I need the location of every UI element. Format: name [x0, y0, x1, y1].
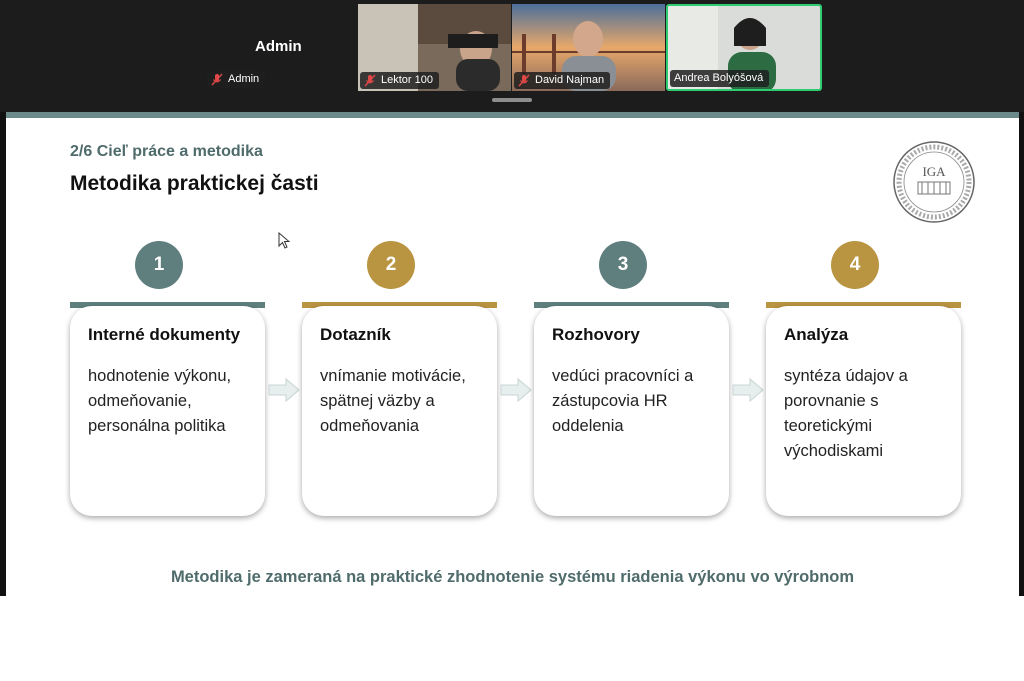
host-name: Admin	[255, 38, 302, 55]
step-title: Analýza	[784, 325, 849, 344]
participant-name: Andrea Bolyóšová	[674, 72, 764, 84]
slide-title: Metodika praktickej časti	[70, 172, 319, 195]
participant-tag-lektor: Lektor 100	[360, 72, 439, 89]
slide-footer-text: Metodika je zameraná na praktické zhodno…	[170, 568, 855, 586]
video-tile-andrea[interactable]: Andrea Bolyóšová	[666, 4, 822, 91]
step-card-4: Analýza syntéza údajov a porovnanie s te…	[766, 306, 961, 516]
step-title: Interné dokumenty	[88, 325, 241, 344]
slide-header-line	[6, 112, 1019, 118]
participant-tag-andrea: Andrea Bolyóšová	[670, 70, 770, 87]
shared-screen: 2/6 Cieľ práce a metodika Metodika prakt…	[0, 112, 1024, 596]
step-card-2: Dotazník vnímanie motivácie, spätnej väz…	[302, 306, 497, 516]
step-number-2: 2	[367, 241, 415, 289]
step-body: vnímanie motivácie, spätnej väzby a odme…	[320, 367, 466, 435]
presentation-slide: 2/6 Cieľ práce a metodika Metodika prakt…	[6, 112, 1019, 596]
step-title: Dotazník	[320, 325, 391, 344]
mic-muted-icon	[211, 73, 223, 86]
step-bar-2	[302, 302, 497, 308]
participant-name: David Najman	[535, 74, 605, 86]
participant-name: Lektor 100	[381, 74, 433, 86]
mic-muted-icon	[364, 74, 376, 87]
step-bar-1	[70, 302, 265, 308]
step-number-1: 1	[135, 241, 183, 289]
step-body: hodnotenie výkonu, odmeňovanie, personál…	[88, 367, 232, 435]
iga-seal-logo: IGA	[893, 141, 975, 223]
participant-tag-admin[interactable]: Admin	[207, 71, 266, 88]
arrow-right-icon	[268, 377, 300, 403]
resize-handle[interactable]	[492, 98, 532, 102]
logo-text: IGA	[922, 164, 946, 179]
arrow-right-icon	[732, 377, 764, 403]
mouse-cursor-icon	[278, 232, 290, 249]
step-title: Rozhovory	[552, 325, 640, 344]
video-tile-lektor[interactable]: Lektor 100	[358, 4, 511, 91]
video-tile-david[interactable]: David Najman	[512, 4, 665, 91]
step-number-4: 4	[831, 241, 879, 289]
step-body: syntéza údajov a porovnanie s teoretický…	[784, 367, 908, 460]
participant-tag-david: David Najman	[514, 72, 611, 89]
step-bar-3	[534, 302, 729, 308]
arrow-right-icon	[500, 377, 532, 403]
participant-bar: Admin Admin Lektor 100	[0, 0, 1024, 112]
step-body: vedúci pracovníci a zástupcovia HR oddel…	[552, 367, 694, 435]
step-number-3: 3	[599, 241, 647, 289]
participant-name: Admin	[228, 73, 260, 85]
step-card-1: Interné dokumenty hodnotenie výkonu, odm…	[70, 306, 265, 516]
step-bar-4	[766, 302, 961, 308]
step-card-3: Rozhovory vedúci pracovníci a zástupcovi…	[534, 306, 729, 516]
mic-muted-icon	[518, 74, 530, 87]
slide-subtitle: 2/6 Cieľ práce a metodika	[70, 143, 263, 160]
